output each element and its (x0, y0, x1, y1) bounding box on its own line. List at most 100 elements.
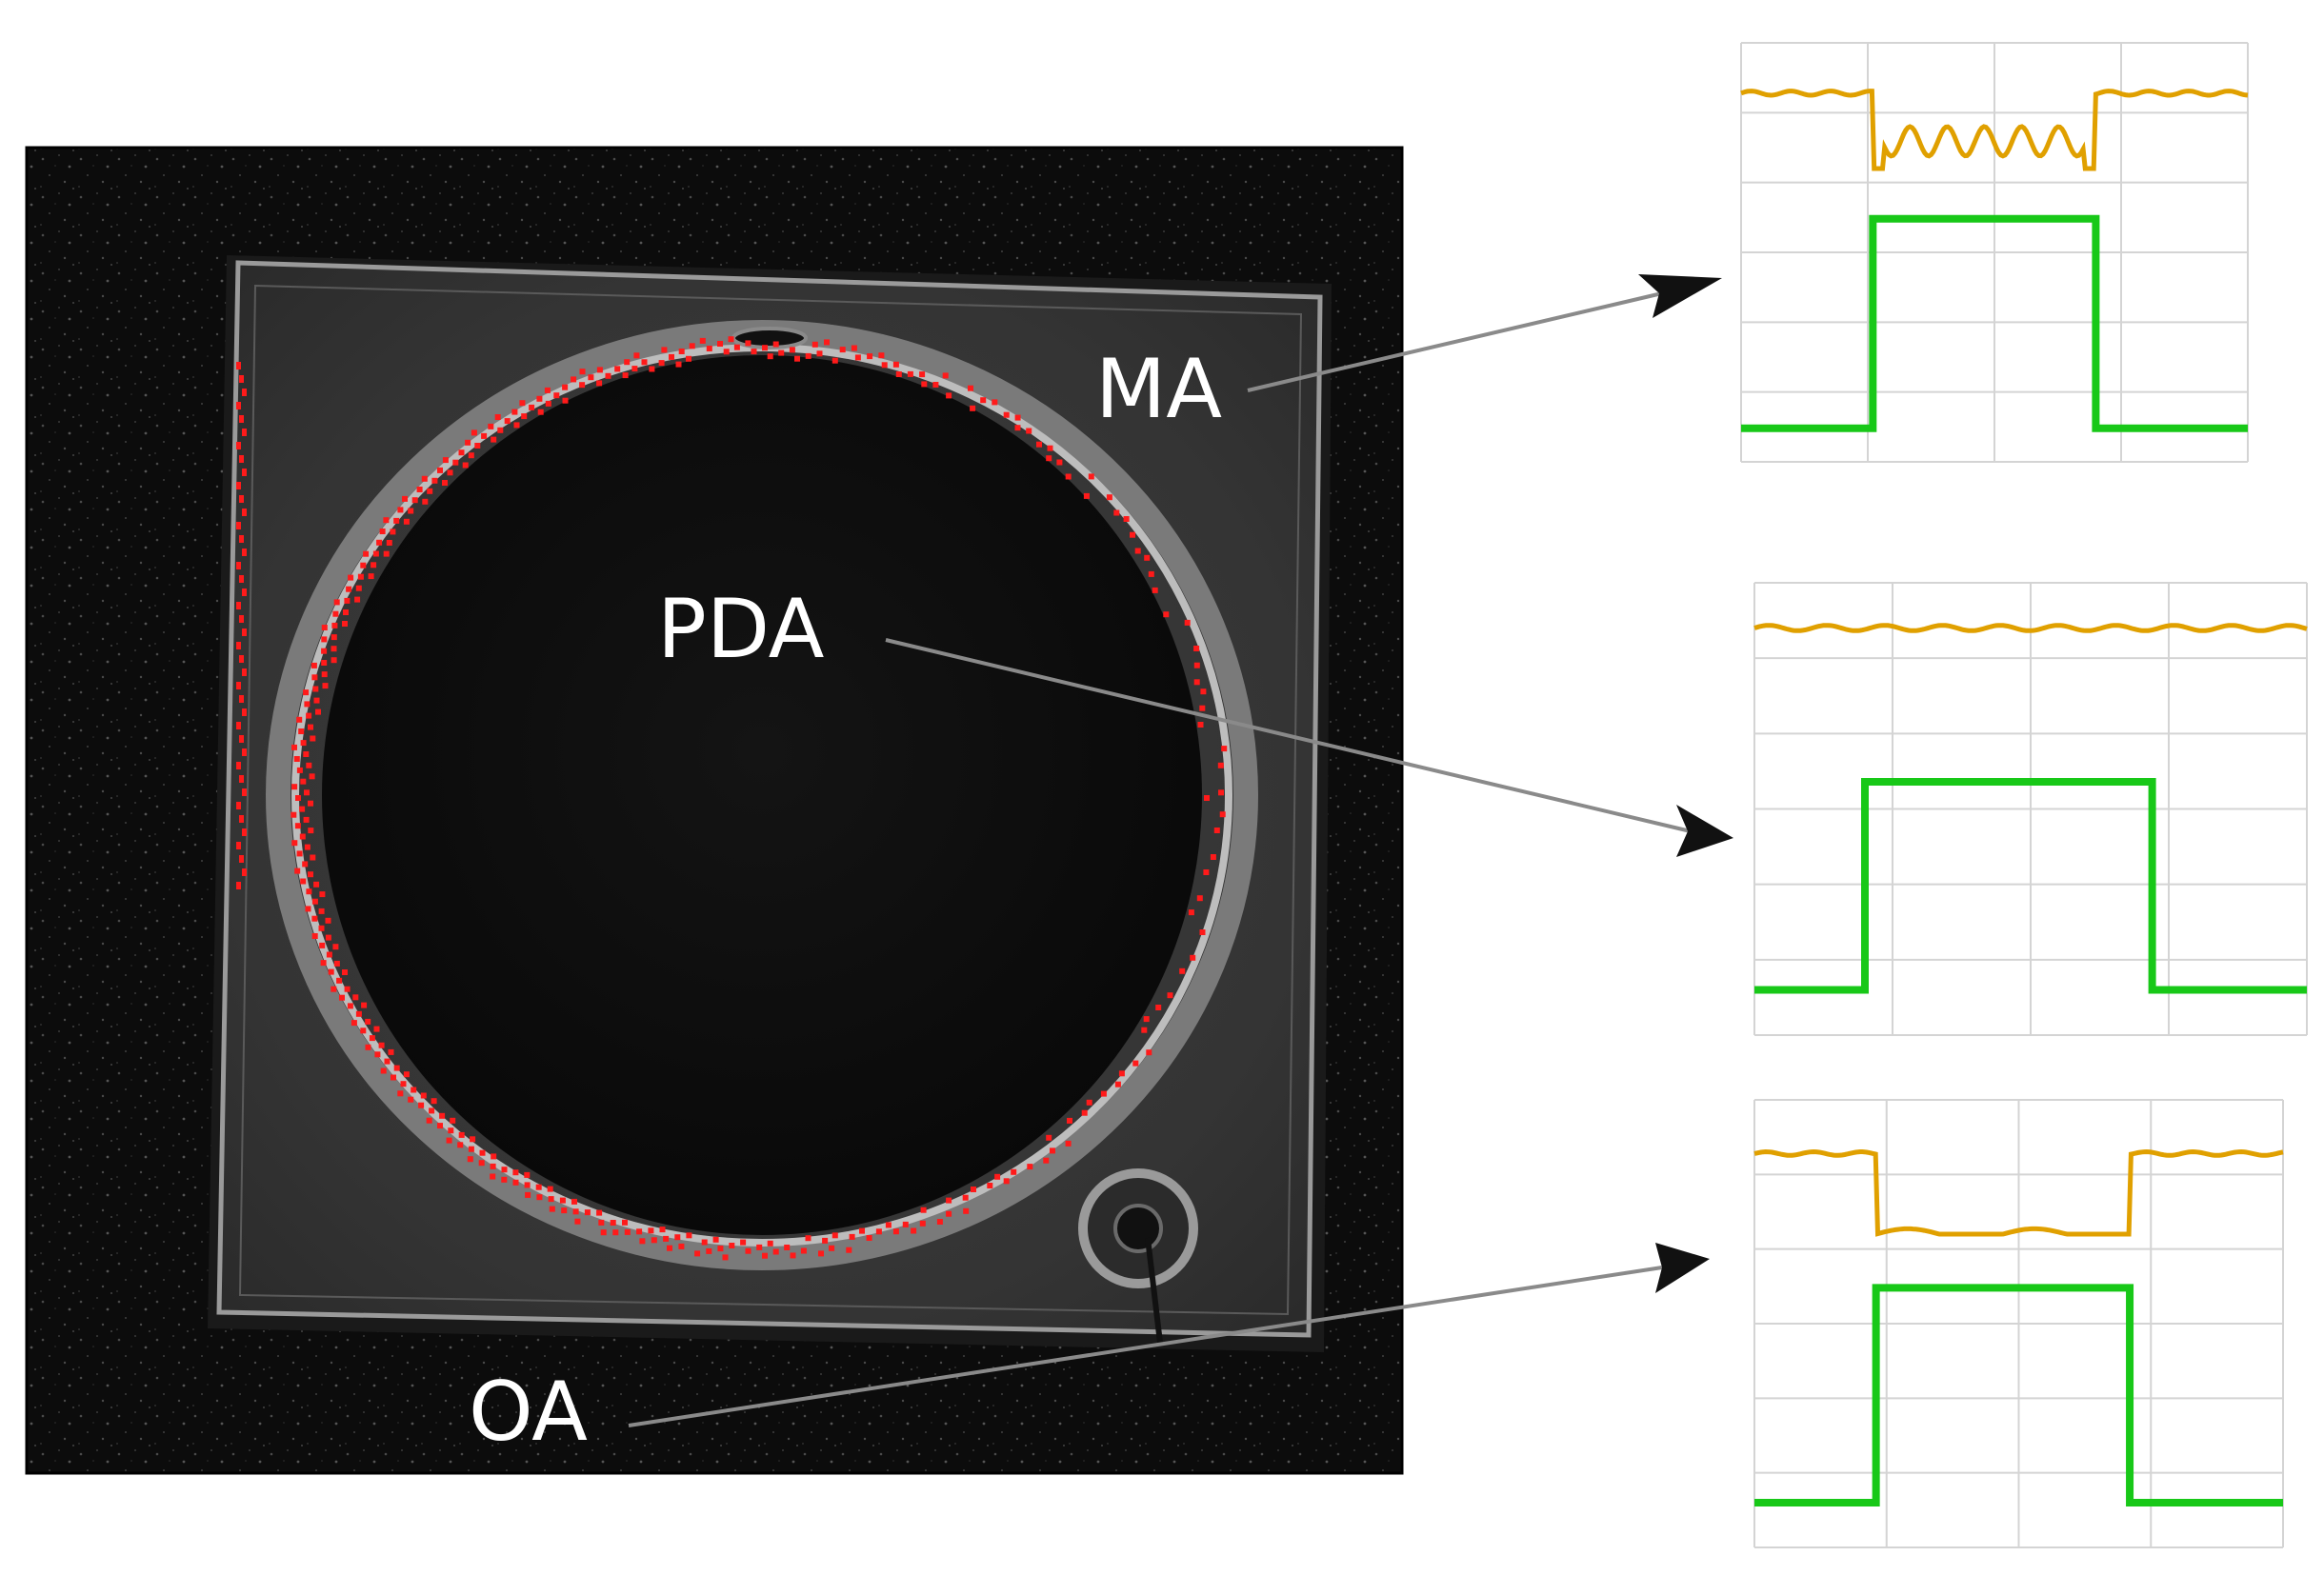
detection-mark (491, 436, 497, 443)
detection-mark (388, 1048, 394, 1055)
detection-mark (497, 427, 504, 433)
detection-mark (368, 573, 374, 580)
detection-mark (545, 400, 551, 407)
detection-mark (648, 1227, 654, 1234)
detection-mark (420, 1092, 427, 1099)
detection-mark (431, 1098, 437, 1105)
detection-mark (762, 345, 768, 351)
detection-mark (1218, 789, 1224, 796)
detection-mark (1143, 1016, 1150, 1023)
detection-mark (427, 488, 433, 494)
detection-mark (236, 362, 241, 369)
detection-mark (352, 994, 359, 1001)
detection-mark (1046, 455, 1052, 462)
detection-mark (369, 1035, 375, 1042)
detection-mark (331, 986, 337, 992)
detection-mark (309, 773, 315, 780)
detection-mark (722, 1254, 729, 1261)
arrow-head-icon-oa (1655, 1243, 1710, 1293)
detection-mark (426, 1117, 432, 1124)
detection-mark (312, 686, 319, 692)
detection-mark (1196, 895, 1203, 902)
detection-mark (242, 389, 247, 396)
detection-mark (614, 366, 621, 372)
detection-mark (689, 343, 695, 349)
detection-mark (239, 615, 244, 623)
detection-mark (397, 1090, 404, 1097)
detection-mark (767, 1240, 773, 1247)
detection-mark (300, 778, 307, 785)
detection-mark (992, 399, 998, 406)
detection-mark (408, 508, 414, 514)
detection-mark (290, 811, 297, 818)
detection-mark (717, 341, 723, 347)
detection-mark (686, 1232, 692, 1239)
detection-mark (408, 1096, 414, 1103)
detection-mark (236, 762, 241, 769)
detection-mark (346, 586, 352, 592)
detection-mark (429, 1107, 435, 1114)
detection-mark (326, 951, 332, 958)
detection-mark (300, 878, 307, 885)
detection-mark (378, 1042, 385, 1048)
detection-mark (1148, 570, 1154, 577)
detection-mark (295, 795, 301, 801)
detection-mark (300, 740, 307, 747)
detection-mark (374, 1051, 381, 1058)
detection-mark (236, 482, 241, 489)
detection-mark (325, 934, 331, 941)
detection-mark (1132, 1060, 1139, 1067)
detection-mark (421, 475, 428, 482)
detection-mark (678, 349, 685, 354)
detection-mark (291, 744, 297, 750)
detection-mark (1210, 854, 1216, 860)
detection-mark (447, 469, 453, 476)
detection-mark (553, 392, 560, 399)
detection-mark (319, 891, 326, 898)
detection-mark (822, 1237, 829, 1244)
detection-mark (658, 360, 665, 367)
detection-mark (293, 756, 300, 762)
detection-mark (304, 789, 310, 796)
detection-mark (920, 1207, 927, 1213)
detection-mark (1014, 414, 1021, 421)
label-ma: MA (1095, 342, 1222, 437)
detection-mark (296, 716, 303, 723)
detection-mark (325, 917, 331, 924)
detection-mark (310, 854, 316, 861)
detection-mark (805, 352, 811, 359)
detection-mark (299, 833, 306, 840)
port-tube (1145, 1237, 1163, 1344)
detection-mark (1188, 909, 1194, 916)
detection-mark (932, 382, 939, 388)
detection-mark (242, 509, 247, 516)
detection-mark (363, 550, 370, 557)
detection-mark (790, 1252, 796, 1259)
detection-mark (242, 549, 247, 556)
detection-mark (351, 1020, 357, 1027)
detection-mark (236, 722, 241, 729)
detection-mark (321, 660, 328, 666)
detection-mark (878, 352, 885, 359)
detection-mark (1213, 828, 1220, 833)
detection-mark (1027, 1164, 1033, 1170)
detection-mark (536, 1194, 543, 1201)
detection-mark (544, 387, 551, 393)
detection-mark (549, 1206, 555, 1212)
detection-mark (1114, 1081, 1121, 1087)
detection-mark (361, 1002, 368, 1008)
detection-mark (311, 662, 317, 668)
detection-mark (1086, 1099, 1092, 1106)
detection-mark (942, 372, 949, 379)
detection-mark (612, 1229, 619, 1236)
detection-mark (1050, 1147, 1055, 1154)
detection-mark (242, 788, 247, 796)
detection-mark (236, 882, 241, 889)
detection-mark (968, 385, 973, 391)
detection-mark (448, 1127, 454, 1134)
detection-mark (1026, 428, 1032, 434)
detection-mark (1100, 1090, 1107, 1097)
detection-mark (521, 413, 528, 420)
detection-mark (829, 1245, 835, 1251)
detection-mark (1134, 548, 1141, 554)
